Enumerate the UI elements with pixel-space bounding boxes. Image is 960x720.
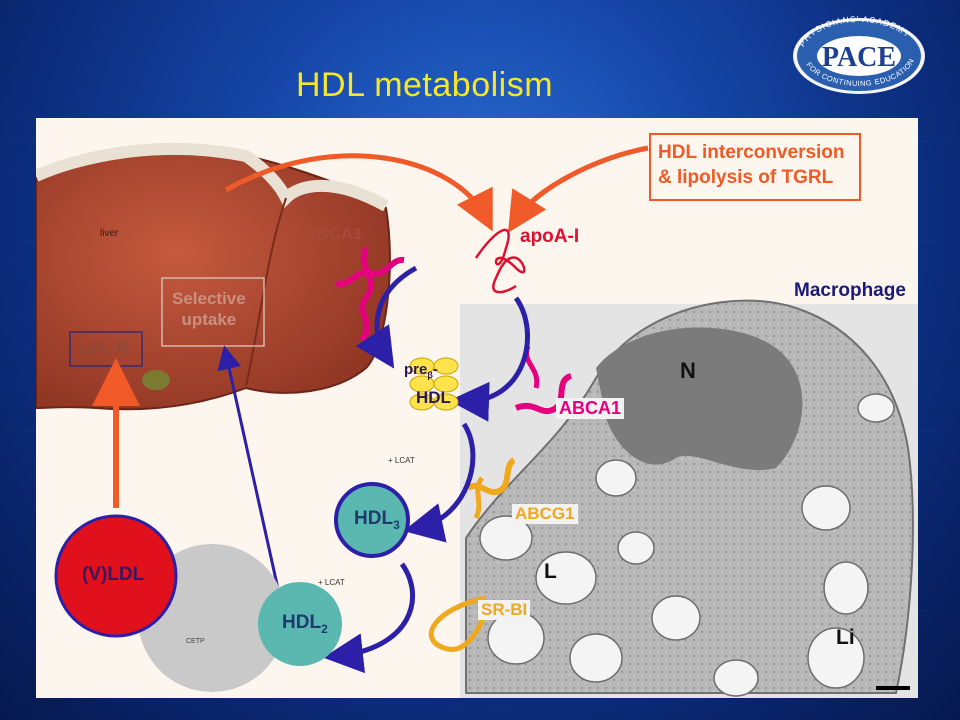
logo-wordmark: PACE bbox=[822, 42, 896, 73]
lipid-li-label: Li bbox=[836, 626, 855, 649]
vacuoles bbox=[479, 393, 895, 697]
ldl-r-label: LDL-R bbox=[78, 338, 129, 357]
hdl2-to-selective-uptake-arrow bbox=[217, 345, 282, 599]
vldl-particle bbox=[54, 514, 178, 638]
liver-abca1-label: ABCA1 bbox=[304, 224, 363, 243]
pre-beta-hdl-label: HDL bbox=[416, 388, 451, 407]
apoa1-label: apoA-I bbox=[520, 226, 580, 247]
scale-bar bbox=[876, 686, 910, 690]
sr-bi-label: SR-BI bbox=[478, 600, 531, 620]
interconversion-to-apoa1-arrow bbox=[508, 145, 649, 233]
slide-title: HDL metabolism bbox=[296, 66, 554, 104]
hdl2-particle bbox=[258, 582, 342, 666]
hdl3-label: HDL3 bbox=[354, 508, 400, 532]
nucleus-label: N bbox=[680, 358, 696, 383]
liver-to-apoa1-arrow bbox=[224, 153, 493, 232]
selective-uptake-box bbox=[161, 277, 265, 347]
hdl3-to-hdl2-arrow bbox=[323, 562, 416, 674]
lipid-l-label: L bbox=[544, 560, 557, 583]
macrophage-cell bbox=[460, 299, 918, 698]
cetp-label: CETP bbox=[186, 638, 205, 645]
diagram-panel: liver ABCA1 Selective uptake LDL-R HDL i… bbox=[36, 118, 918, 698]
pre-beta-hdl-particle bbox=[409, 357, 459, 411]
pace-logo: PHYSICIANS' ACADEMY FOR CONTINUING EDUCA… bbox=[790, 12, 928, 96]
apoa1-protein bbox=[474, 228, 526, 294]
abcg1-label: ABCG1 bbox=[512, 504, 578, 524]
pre-beta-label: preβ- bbox=[404, 361, 438, 380]
selective-uptake-label: Selective uptake bbox=[172, 289, 246, 329]
hdl3-particle bbox=[334, 482, 410, 558]
liver-label: liver bbox=[100, 228, 119, 239]
abca1-to-prebeta-arrow bbox=[355, 265, 418, 369]
hdl-interconversion-label: HDL interconversion & lipolysis of TGRL bbox=[658, 142, 845, 188]
lcat-label-1: + LCAT bbox=[388, 456, 415, 465]
hdl2-label: HDL2 bbox=[282, 612, 328, 636]
vldl-label: (V)LDL bbox=[82, 564, 145, 585]
liver bbox=[36, 142, 391, 411]
abca1-label: ABCA1 bbox=[556, 398, 625, 419]
apoa1-to-prebeta-arrow bbox=[449, 296, 530, 422]
nucleus bbox=[596, 327, 803, 471]
lcat-label-2: + LCAT bbox=[318, 578, 345, 587]
sr-bi-loop bbox=[428, 595, 489, 652]
hdl-interconversion-box bbox=[649, 133, 861, 201]
macrophage-label: Macrophage bbox=[794, 280, 906, 301]
diagram-artwork bbox=[36, 133, 918, 698]
prebeta-to-hdl3-arrow bbox=[403, 422, 476, 543]
